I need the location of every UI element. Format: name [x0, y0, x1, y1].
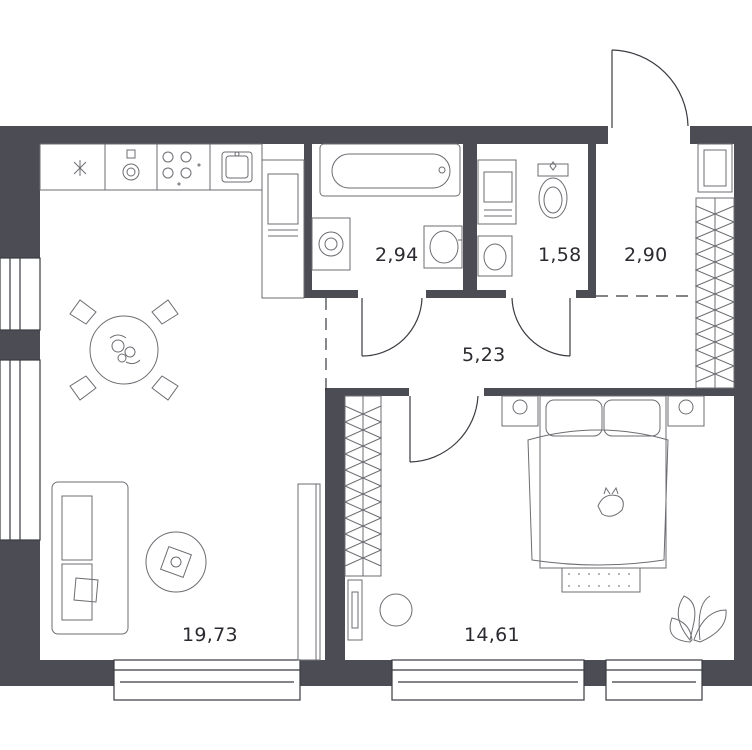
window-bottom-3 [605, 659, 703, 701]
bedside-table-right [667, 395, 705, 427]
wall-bedroom-top-a [325, 388, 409, 396]
wall-bath-right [463, 140, 477, 298]
wall-bottom-4 [702, 660, 752, 686]
toilet-bowl [538, 177, 568, 219]
fridge-icon [73, 160, 87, 176]
wall-wc-bottom [576, 290, 596, 298]
wall-living-bedroom [325, 390, 345, 686]
wall-right [734, 126, 752, 686]
wall-left-upper [0, 126, 40, 258]
area-toilet: 1,58 [538, 244, 582, 266]
sofa [51, 481, 129, 635]
wall-bath-bottom-a [304, 290, 358, 298]
area-living-kitchen: 19,73 [182, 624, 238, 646]
bed [501, 395, 705, 593]
wall-bath-bottom-b [426, 290, 506, 298]
toilet-cabinet [477, 159, 517, 225]
wall-wc-right [588, 140, 596, 298]
windows [0, 257, 703, 701]
toilet-fixtures [477, 159, 569, 277]
plant-icon [669, 595, 727, 643]
wall-bath-left [304, 140, 312, 298]
cat-icon [597, 486, 624, 517]
wall-left-mid [0, 330, 40, 360]
bed-rug [561, 567, 641, 593]
bedroom-chair [379, 593, 413, 627]
bedside-table-left [501, 395, 539, 427]
walls [0, 126, 752, 686]
coffee-table [145, 531, 207, 593]
area-bathroom: 2,94 [375, 244, 419, 266]
bathroom-fixtures [311, 143, 463, 271]
doors [361, 49, 689, 463]
bathroom-sink [423, 225, 463, 269]
wall-bedroom-top-b [484, 388, 734, 396]
faucet-icon [122, 149, 140, 181]
kitchen-counter [39, 143, 263, 191]
toilet-sink [477, 235, 513, 277]
wall-top-left [0, 126, 608, 144]
flowers-icon [109, 334, 141, 365]
stove-icon [162, 151, 201, 186]
area-hallway: 5,23 [462, 344, 506, 366]
zone-lines [325, 295, 696, 390]
washing-machine [311, 217, 351, 271]
wardrobe-bedroom [343, 395, 413, 641]
wardrobe-entrance [694, 143, 736, 389]
tv-stand [297, 483, 321, 661]
dining-table [69, 299, 179, 401]
window-bottom-1 [113, 659, 301, 701]
wall-bottom-2 [300, 660, 392, 686]
entrance-door-swing [611, 49, 689, 127]
bathtub [319, 143, 461, 197]
appliance-column [261, 159, 305, 299]
sink-icon [221, 151, 253, 183]
area-bedroom: 14,61 [464, 624, 520, 646]
window-bottom-2 [391, 659, 585, 701]
area-entrance-hall: 2,90 [624, 244, 668, 266]
wall-bottom-3 [584, 660, 606, 686]
wall-bottom-1 [0, 660, 114, 686]
toilet-tank [537, 163, 569, 177]
kitchen [39, 143, 305, 299]
